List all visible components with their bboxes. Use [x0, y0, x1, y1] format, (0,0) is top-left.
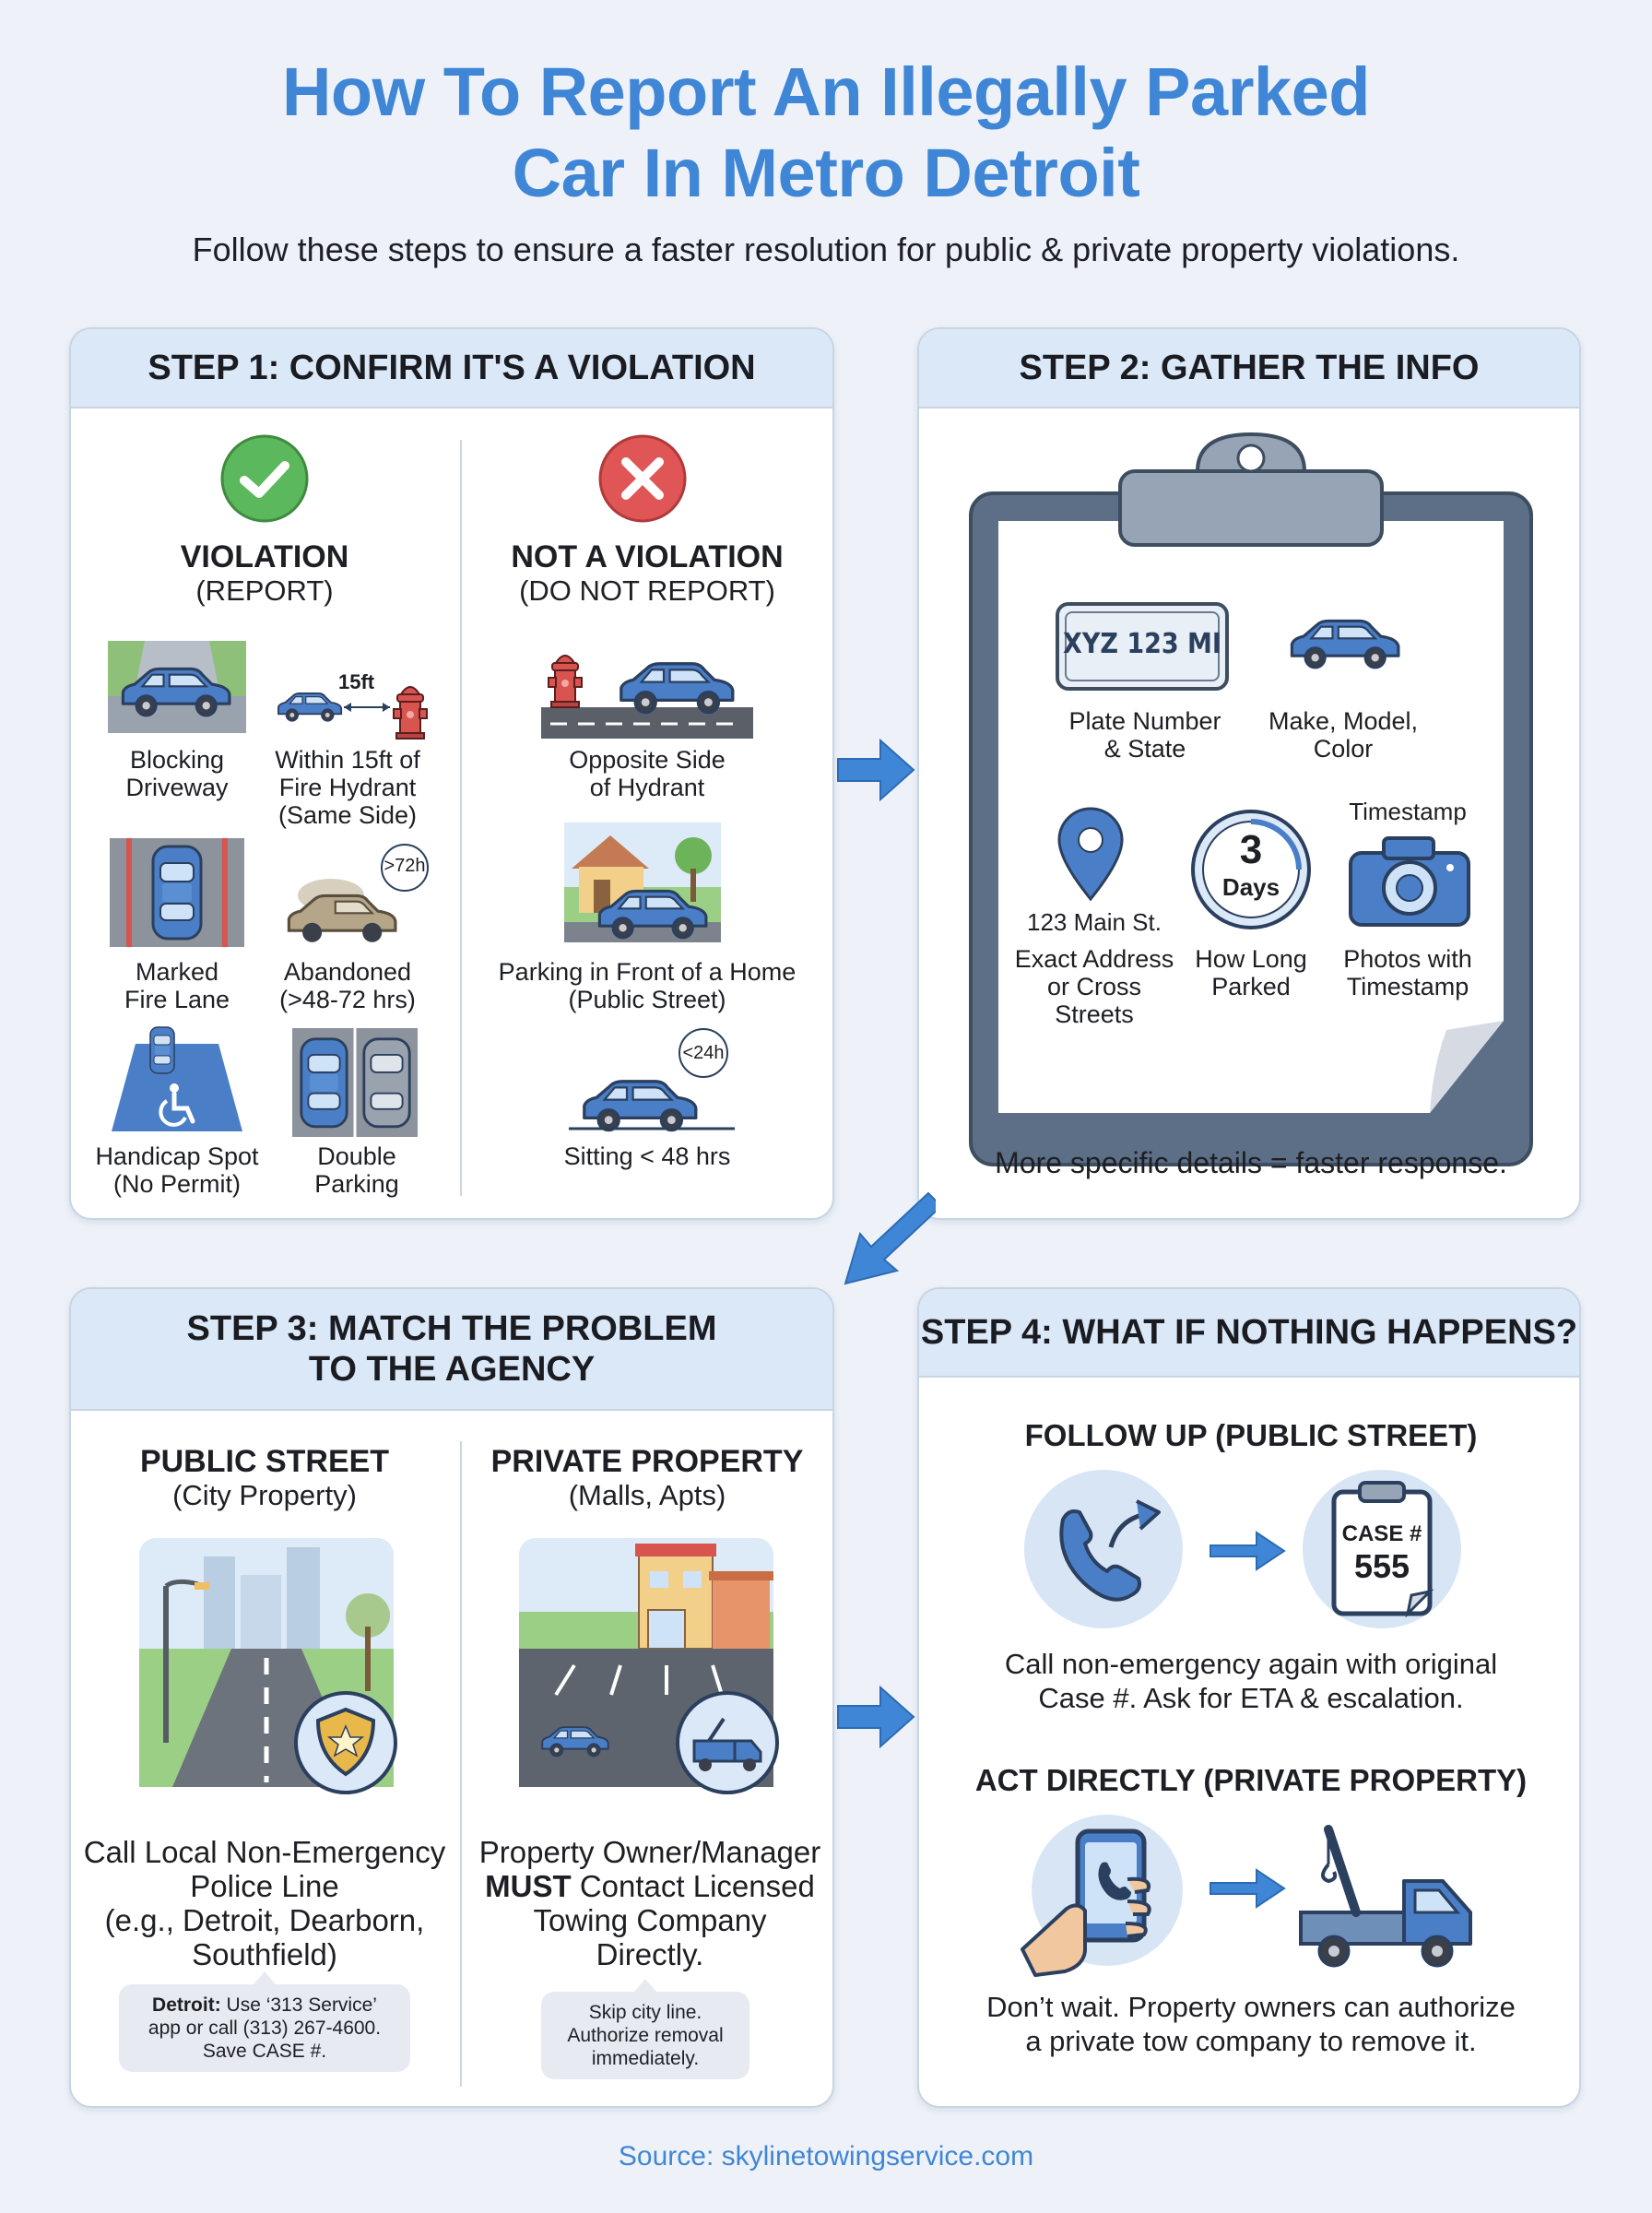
car-icon — [1290, 619, 1400, 669]
step3-heading: STEP 3: MATCH THE PROBLEM TO THE AGENCY — [71, 1289, 832, 1411]
location-pin-icon — [1057, 807, 1124, 902]
abandoned-badge: >72h — [384, 856, 426, 876]
step3-heading-line-2: TO THE AGENCY — [308, 1350, 596, 1389]
timer-unit: Days — [1221, 873, 1280, 901]
violation-item-abandoned: Abandoned (>48-72 hrs) — [279, 958, 416, 1013]
not-violation-subtitle: (DO NOT REPORT) — [519, 574, 775, 607]
arrow-step3-to-step4 — [837, 1685, 915, 1749]
public-street-column-title: PUBLIC STREET (City Property) — [89, 1444, 440, 1512]
page-title: How To Report An Illegally Parked Car In… — [0, 52, 1652, 214]
distance-label: 15ft — [338, 670, 375, 693]
step3-heading-line-1: STEP 3: MATCH THE PROBLEM — [186, 1309, 717, 1348]
act-directly-description: Don’t wait. Property owners can authoriz… — [986, 1991, 1516, 2057]
follow-up-arrow — [1210, 1531, 1286, 1571]
camera-icon — [1349, 836, 1470, 927]
follow-up-title: FOLLOW UP (PUBLIC STREET) — [1024, 1418, 1478, 1452]
step2-card: STEP 2: GATHER THE INFO XYZ 123 MI Plate… — [917, 327, 1581, 1220]
detroit-note: Detroit: Use ‘313 Service’ app or call (… — [119, 1971, 410, 2072]
violation-item-fire-lane: Marked Fire Lane — [124, 958, 230, 1013]
not-violation-item-sitting: Sitting < 48 hrs — [563, 1142, 731, 1170]
page-title-line-2: Car In Metro Detroit — [512, 135, 1140, 211]
case-clipboard-icon — [1303, 1470, 1461, 1628]
step4-heading: STEP 4: WHAT IF NOTHING HAPPENS? — [919, 1289, 1579, 1378]
info-item-plate: Plate Number & State — [1068, 707, 1221, 763]
step4-card: STEP 4: WHAT IF NOTHING HAPPENS? FOLLOW … — [917, 1287, 1581, 2108]
step2-footer: More specific details = faster response. — [995, 1146, 1507, 1179]
detroit-note-line-1: Use ‘313 Service’ — [220, 1994, 377, 2016]
detroit-note-bold: Detroit: — [152, 1994, 221, 2016]
detroit-note-line-2: app or call (313) 267-4600. — [148, 2018, 382, 2039]
not-violation-item-front-of-home: Parking in Front of a Home (Public Stree… — [498, 958, 796, 1013]
tow-truck-icon — [1299, 1825, 1472, 1968]
info-item-duration: How Long Parked — [1195, 945, 1307, 1000]
private-property-title: PRIVATE PROPERTY — [490, 1444, 804, 1479]
violation-item-fire-hydrant: Within 15ft of Fire Hydrant (Same Side) — [275, 746, 420, 829]
follow-up-description: Call non-emergency again with original C… — [1004, 1648, 1498, 1714]
not-violation-title: NOT A VIOLATION — [511, 539, 784, 574]
source-credit: Source: skylinetowingservice.com — [618, 2141, 1034, 2172]
sitting-badge: <24h — [682, 1043, 725, 1063]
handicap-spot-icon — [112, 1026, 242, 1131]
public-street-description: Call Local Non-Emergency Police Line (e.… — [83, 1835, 446, 1971]
step1-card: STEP 1: CONFIRM IT'S A VIOLATION VIOLATI… — [69, 327, 834, 1220]
step1-heading: STEP 1: CONFIRM IT'S A VIOLATION — [71, 329, 832, 408]
public-street-subtitle: (City Property) — [172, 1479, 357, 1511]
opposite-hydrant-icon — [541, 655, 753, 739]
phone-in-hand-icon — [1021, 1815, 1183, 1977]
info-item-make-model: Make, Model, Color — [1268, 707, 1419, 763]
violation-item-handicap-spot: Handicap Spot (No Permit) — [95, 1142, 259, 1198]
public-street-title: PUBLIC STREET — [139, 1444, 390, 1479]
double-parking-icon — [292, 1028, 418, 1137]
act-directly-arrow — [1210, 1868, 1286, 1909]
info-item-photos: Photos with Timestamp — [1343, 945, 1472, 1000]
page-title-line-1: How To Report An Illegally Parked — [281, 53, 1371, 130]
timer-number: 3 — [1239, 827, 1263, 872]
not-violation-column-title: NOT A VIOLATION (DO NOT REPORT) — [477, 539, 818, 608]
violation-column-title: VIOLATION (REPORT) — [108, 539, 421, 608]
private-property-description: Property Owner/Manager MUST Contact Lice… — [478, 1835, 821, 1971]
detroit-note-line-3: Save CASE #. — [202, 2041, 327, 2062]
violation-item-blocking-driveway: Blocking Driveway — [125, 746, 229, 801]
step3-card: STEP 3: MATCH THE PROBLEM TO THE AGENCY … — [69, 1287, 834, 2108]
case-label: CASE # — [1341, 1521, 1422, 1546]
page-subtitle: Follow these steps to ensure a faster re… — [192, 231, 1460, 268]
private-property-subtitle: (Malls, Apts) — [568, 1479, 726, 1511]
violation-title: VIOLATION — [180, 539, 349, 574]
license-plate-inner — [1065, 611, 1220, 681]
info-item-address: Exact Address or Cross Streets — [1014, 945, 1174, 1028]
violation-item-double-parking: Double Parking — [314, 1142, 399, 1198]
step1-divider — [460, 440, 462, 1196]
blocking-driveway-icon — [108, 641, 246, 733]
not-violation-item-opposite-hydrant: Opposite Side of Hydrant — [569, 746, 726, 801]
arrow-step2-to-step3 — [844, 1191, 936, 1285]
step2-heading: STEP 2: GATHER THE INFO — [919, 329, 1579, 408]
arrow-step1-to-step2 — [837, 738, 915, 802]
private-note: Skip city line. Authorize removal immedi… — [541, 1979, 749, 2079]
act-directly-title: ACT DIRECTLY (PRIVATE PROPERTY) — [974, 1763, 1528, 1797]
step3-divider — [460, 1441, 462, 2087]
violation-subtitle: (REPORT) — [195, 574, 334, 607]
short-parked-car-icon — [569, 1028, 735, 1132]
case-number: 555 — [1353, 1547, 1410, 1585]
fire-lane-icon — [110, 838, 244, 947]
cross-icon — [598, 434, 687, 523]
timestamp-label: Timestamp — [1349, 798, 1467, 825]
plate-text: XYZ 123 MI — [1063, 628, 1221, 660]
car-near-hydrant-icon — [277, 686, 428, 740]
timer-icon — [1191, 810, 1311, 929]
license-plate: XYZ 123 MI — [1056, 602, 1229, 691]
check-icon — [220, 434, 309, 523]
address-sample: 123 Main St. — [1027, 908, 1162, 936]
private-lot-scene-icon — [519, 1538, 779, 1794]
phone-callback-icon — [1024, 1470, 1183, 1628]
car-in-front-of-home-icon — [564, 822, 721, 942]
public-street-scene-icon — [139, 1538, 397, 1794]
must-emphasis: MUST — [485, 1869, 572, 1903]
abandoned-car-icon — [287, 844, 429, 942]
private-property-column-title: PRIVATE PROPERTY (Malls, Apts) — [477, 1444, 818, 1512]
